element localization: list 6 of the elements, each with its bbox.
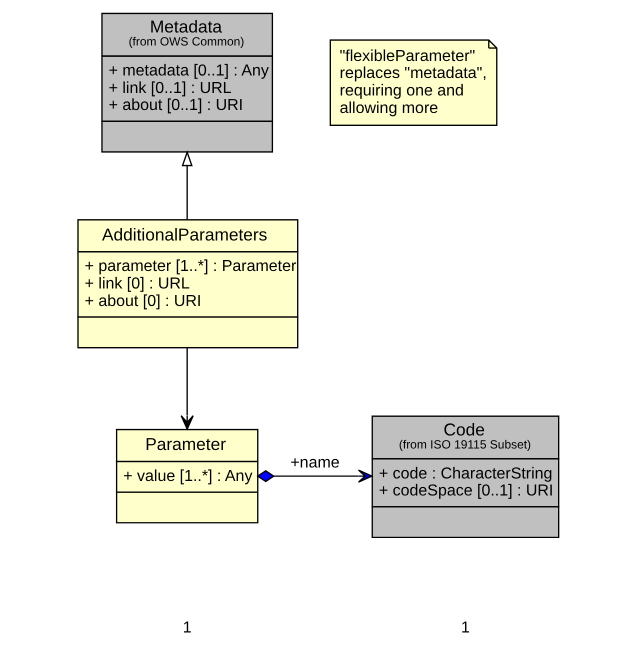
label: 1 [461, 620, 470, 637]
arrow [256, 469, 372, 483]
label: 1 [182, 620, 192, 637]
arrow [182, 150, 193, 220]
arrow [180, 348, 194, 430]
edge-label: +name [290, 454, 340, 472]
